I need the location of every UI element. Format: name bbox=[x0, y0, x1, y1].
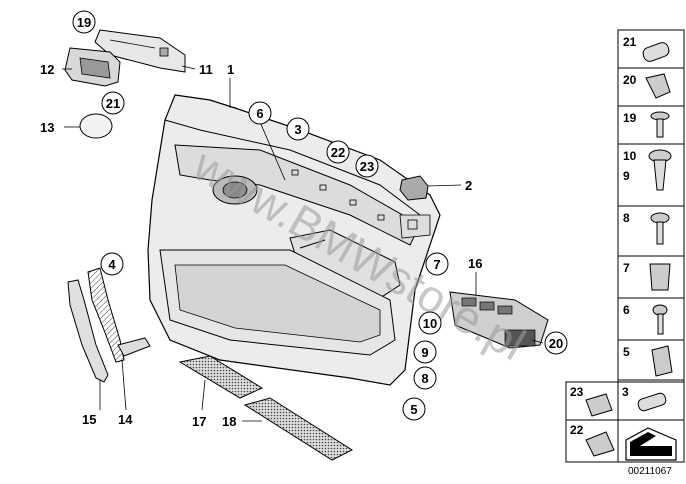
small-parts-subpanel: 23 3 22 bbox=[565, 381, 685, 463]
panel-9-label: 9 bbox=[623, 169, 630, 183]
leader-lines bbox=[62, 65, 544, 422]
callout-10: 10 bbox=[418, 311, 442, 335]
callout-5: 5 bbox=[402, 397, 426, 421]
callout-7: 7 bbox=[425, 252, 449, 276]
callout-17-label: 17 bbox=[192, 414, 206, 429]
callout-8-label: 8 bbox=[421, 371, 428, 386]
callout-4-label: 4 bbox=[108, 257, 116, 272]
callout-11-label: 11 bbox=[199, 62, 213, 77]
panel-23-label: 23 bbox=[570, 385, 584, 399]
callout-7-label: 7 bbox=[433, 257, 440, 272]
callout-3: 3 bbox=[286, 117, 310, 141]
callout-8: 8 bbox=[413, 366, 437, 390]
lock-knob-part-2 bbox=[399, 175, 429, 201]
callout-13-label: 13 bbox=[40, 120, 54, 135]
bracket-part-11 bbox=[94, 29, 186, 73]
panel-21-label: 21 bbox=[623, 35, 637, 49]
diagram-number: 00211067 bbox=[628, 466, 672, 477]
panel-8-label: 8 bbox=[623, 211, 630, 225]
panel-6-label: 6 bbox=[623, 303, 630, 317]
callout-22: 22 bbox=[326, 140, 350, 164]
handle-part-12 bbox=[64, 47, 121, 87]
callout-1-label: 1 bbox=[227, 62, 234, 77]
callout-19: 19 bbox=[72, 10, 96, 34]
callout-3-label: 3 bbox=[294, 122, 301, 137]
window-switch-part-16 bbox=[449, 291, 549, 349]
callout-21-label: 21 bbox=[106, 96, 120, 111]
panel-3-label: 3 bbox=[622, 385, 629, 399]
callout-23-label: 23 bbox=[360, 159, 374, 174]
callout-15-label: 15 bbox=[82, 412, 96, 427]
grab-handle-carrier-part-4 bbox=[87, 267, 151, 363]
callout-9-label: 9 bbox=[421, 345, 428, 360]
callout-23: 23 bbox=[355, 154, 379, 178]
small-parts-panel: 21 20 19 10 9 8 7 6 5 4 bbox=[617, 29, 685, 441]
panel-22-label: 22 bbox=[570, 423, 584, 437]
callout-12-label: 12 bbox=[40, 62, 54, 77]
panel-10-label: 10 bbox=[623, 149, 637, 163]
callout-5-label: 5 bbox=[410, 402, 417, 417]
callout-6: 6 bbox=[248, 101, 272, 125]
callout-20-label: 20 bbox=[549, 336, 563, 351]
callout-10-label: 10 bbox=[423, 316, 437, 331]
callout-4: 4 bbox=[100, 252, 124, 276]
callout-18-label: 18 bbox=[222, 414, 236, 429]
grab-handle-cover-part-15 bbox=[67, 279, 109, 383]
panel-19-label: 19 bbox=[623, 111, 637, 125]
callout-20: 20 bbox=[544, 331, 568, 355]
grille-part-18 bbox=[243, 397, 354, 461]
grille-part-17 bbox=[178, 355, 264, 399]
callout-2-label: 2 bbox=[465, 178, 472, 193]
callout-9: 9 bbox=[413, 340, 437, 364]
panel-5-label: 5 bbox=[623, 345, 630, 359]
callout-21: 21 bbox=[101, 91, 125, 115]
callout-22-label: 22 bbox=[331, 145, 345, 160]
callout-16-label: 16 bbox=[468, 256, 482, 271]
callout-14-label: 14 bbox=[118, 412, 133, 427]
panel-20-label: 20 bbox=[623, 73, 637, 87]
callout-19-label: 19 bbox=[77, 15, 91, 30]
panel-7-label: 7 bbox=[623, 261, 630, 275]
cover-cap-part-13 bbox=[79, 113, 113, 139]
callout-6-label: 6 bbox=[256, 106, 263, 121]
